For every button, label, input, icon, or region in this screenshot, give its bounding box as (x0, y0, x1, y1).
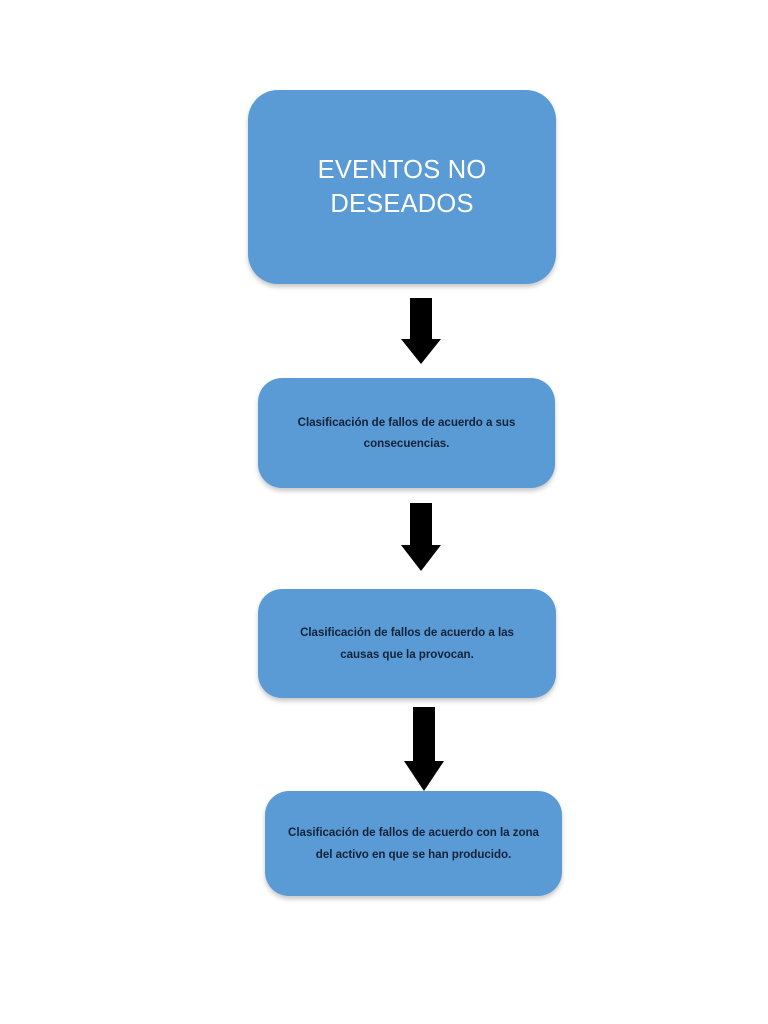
flowchart-node-label: Clasificación de fallos de acuerdo con l… (288, 826, 539, 861)
flowchart-node-clasificacion-consecuencias[interactable]: Clasificación de fallos de acuerdo a sus… (258, 378, 555, 488)
flowchart-node-clasificacion-causas[interactable]: Clasificación de fallos de acuerdo a las… (258, 589, 556, 698)
arrow-down-icon (401, 503, 441, 571)
flowchart-node-label: Clasificación de fallos de acuerdo a sus… (297, 415, 516, 450)
flowchart-node-clasificacion-zona[interactable]: Clasificación de fallos de acuerdo con l… (265, 791, 562, 896)
arrow-down-icon (401, 298, 441, 364)
arrow-down-icon (404, 707, 444, 791)
flowchart-node-eventos-no-deseados[interactable]: EVENTOS NO DESEADOS (248, 90, 556, 284)
flowchart-node-label: EVENTOS NO DESEADOS (317, 155, 487, 218)
flowchart-node-label: Clasificación de fallos de acuerdo a las… (300, 626, 514, 661)
